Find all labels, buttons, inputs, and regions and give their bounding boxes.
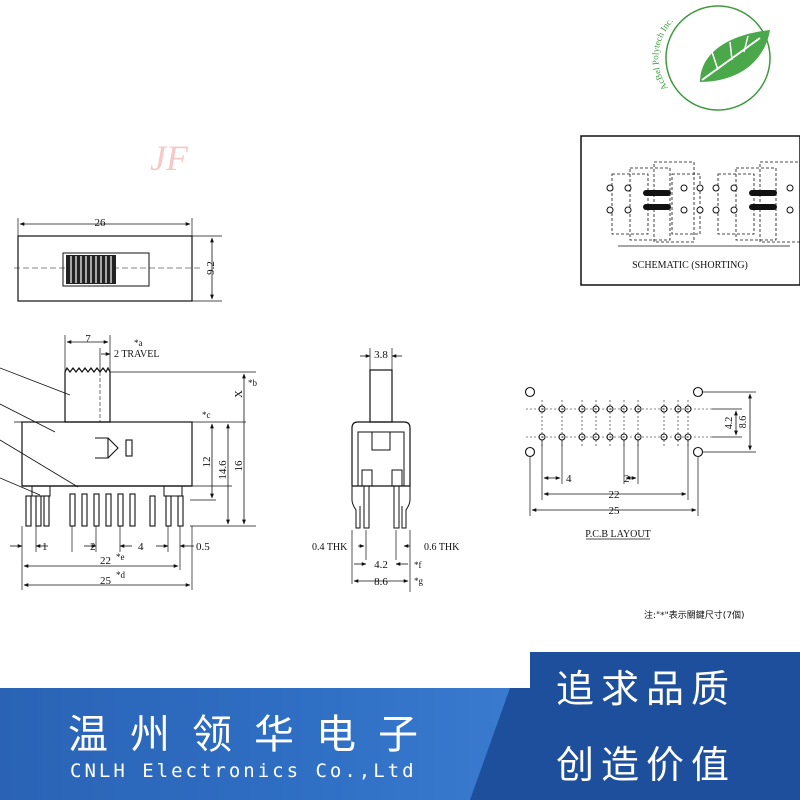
mark-g: *g <box>414 576 424 586</box>
height-146-label: 14.6 <box>217 460 229 480</box>
pcb-width-25-label: 25 <box>609 505 621 517</box>
top-width-label: 26 <box>95 217 107 229</box>
pcb-vertical-42-label: 4.2 <box>724 417 735 430</box>
travel-label: 2 TRAVEL <box>114 349 159 360</box>
schematic <box>580 135 800 286</box>
height-16-label: 16 <box>233 460 245 472</box>
pcb-layout <box>524 386 756 540</box>
slogan-line-2: 创造价值 <box>556 743 737 787</box>
banner-right-panel <box>470 688 800 800</box>
mark-c: *c <box>202 410 211 420</box>
top-view <box>14 218 222 302</box>
width-42-label: 4.2 <box>374 559 388 571</box>
width-86-label: 8.6 <box>374 576 388 588</box>
end-view <box>351 348 411 592</box>
width-22-label: 22 <box>100 555 111 567</box>
top-height-label: 9.2 <box>205 261 217 275</box>
mark-a: *a <box>134 338 143 348</box>
pcb-pitch-2-label: 2 <box>624 473 630 485</box>
pcb-title: P.C.B LAYOUT <box>585 529 650 540</box>
company-banner: 温州领华电子 CNLH Electronics Co.,Ltd 追求品质 创造价… <box>0 667 800 800</box>
pitch-1-label: 1 <box>42 541 48 553</box>
width-38-label: 3.8 <box>374 349 388 361</box>
pitch-05-label: 0.5 <box>196 541 210 553</box>
pcb-pitch-4-label: 4 <box>566 473 572 485</box>
x-label: X <box>233 390 245 398</box>
thk-right-label: 0.6 THK <box>424 542 460 553</box>
company-name-en: CNLH Electronics Co.,Ltd <box>70 760 417 782</box>
pcb-vertical-86-label: 8.6 <box>738 416 749 429</box>
width-25-label: 25 <box>100 575 112 587</box>
schematic-title: SCHEMATIC (SHORTING) <box>632 260 748 271</box>
banner-left-panel <box>0 688 520 800</box>
side-view <box>0 335 256 590</box>
pitch-4-label: 4 <box>138 541 144 553</box>
company-name-cn: 温州领华电子 <box>68 712 440 758</box>
mark-f: *f <box>414 560 422 570</box>
pcb-width-22-label: 22 <box>609 489 620 501</box>
slogan-line-1: 追求品质 <box>556 667 737 711</box>
mark-e: *e <box>116 552 125 562</box>
key-dimension-note: 注:"*"表示關鍵尺寸(7個) <box>644 609 745 621</box>
height-12-label: 12 <box>201 457 213 468</box>
thk-left-label: 0.4 THK <box>312 542 348 553</box>
watermark: JF <box>150 138 189 178</box>
mark-d: *d <box>116 570 126 580</box>
pitch-top-label: 7 <box>85 333 91 345</box>
company-logo: AcBel Polytech Inc. <box>650 5 771 111</box>
mark-b: *b <box>248 378 258 388</box>
pitch-2-label: 2 <box>90 541 96 553</box>
